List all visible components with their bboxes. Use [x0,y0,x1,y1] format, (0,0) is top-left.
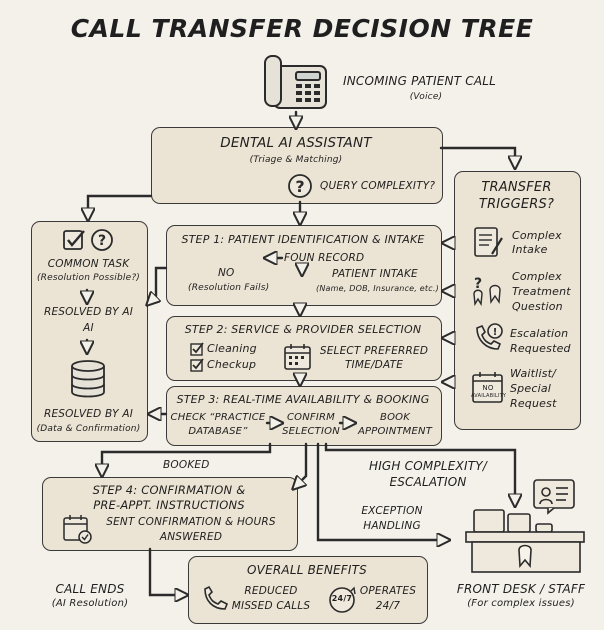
step4-sent: SENT CONFIRMATION & HOURS [106,516,276,528]
high-complexity-label-2: ESCALATION [389,475,467,489]
no-availability-badge: NO [482,384,494,392]
incoming-call-label: INCOMING PATIENT CALL [343,74,497,88]
phone-alert-icon: ! [476,323,503,350]
step2-select-label: SELECT PREFERRED [319,345,429,357]
resolved-by-ai-label-ai: AI [83,322,94,334]
exception-label: EXCEPTION [361,505,423,517]
trigger-escalation-2: Requested [510,342,571,355]
svg-text:?: ? [295,177,304,196]
benefit-reduced-2: MISSED CALLS [231,600,311,612]
step2-option-checkup: Checkup [207,358,257,371]
step3-book-2: APPOINTMENT [357,426,433,437]
common-task-label: COMMON TASK [47,258,130,270]
calendar-icon [284,344,311,370]
step1-found-record: FOUN RECORD [284,252,365,264]
benefit-reduced: REDUCED [244,585,298,597]
page-title: CALL TRANSFER DECISION TREE [70,14,534,43]
common-task-box [31,221,148,442]
clock-24-7-icon [329,586,356,613]
step3-confirm: CONFIRM [286,412,335,423]
front-desk-sub: (For complex issues) [467,598,575,609]
exception-label-2: HANDLING [363,520,421,532]
front-desk-illustration [465,479,585,573]
trigger-waitlist-3: Request [510,397,557,410]
tooth-question-icon: ? [473,276,501,306]
step1-no-label: NO [218,267,235,279]
trigger-waitlist-2: Special [510,382,552,395]
svg-text:!: ! [493,327,498,338]
benefits-box [188,556,428,624]
high-complexity-label: HIGH COMPLEXITY/ [368,459,488,473]
step4-title-2: PRE-APPT. INSTRUCTIONS [93,498,245,512]
question-icon: ? [288,174,312,198]
step4-title: STEP 4: CONFIRMATION & [92,483,246,497]
document-icon [474,227,503,257]
database-icon [71,360,105,398]
step1-intake-label: PATIENT INTAKE [332,268,418,280]
step1-no-sub: (Resolution Fails) [188,283,270,293]
step1-title: STEP 1: PATIENT IDENTIFICATION & INTAKE [181,233,425,246]
assistant-label: DENTAL AI ASSISTANT [220,135,372,151]
assistant-sub: (Triage & Matching) [249,155,343,165]
triggers-title: TRANSFER [481,180,552,195]
phone-icon [204,585,229,610]
trigger-complex-intake-2: Intake [512,243,548,256]
call-ends-label: CALL ENDS [55,582,125,596]
call-ends-sub: (AI Resolution) [51,598,129,609]
benefits-title: OVERALL BENEFITS [247,563,367,577]
trigger-escalation-1: Escalation [510,327,569,340]
checkbox-icon [190,358,204,372]
step4-sent-2: ANSWERED [159,531,223,543]
svg-text:?: ? [98,233,106,249]
step2-select-label-2: TIME/DATE [344,359,404,371]
resolved-by-ai-label: RESOLVED BY AI [43,306,134,318]
front-desk-label: FRONT DESK / STAFF [456,582,586,596]
phone-icon [264,55,327,109]
question-icon: ? [91,229,113,251]
trigger-complex-treatment-3: Question [512,300,563,313]
resolved-by-ai-label-2: RESOLVED BY AI [43,408,134,420]
incoming-call-sub: (Voice) [409,92,443,102]
step2-title: STEP 2: SERVICE & PROVIDER SELECTION [184,323,422,336]
svg-text:?: ? [474,276,482,292]
step3-title: STEP 3: REAL-TIME AVAILABILITY & BOOKING [176,393,430,406]
triggers-title-2: TRIGGERS? [478,197,555,212]
booked-label: BOOKED [163,459,210,471]
query-complexity-label: QUERY COMPLEXITY? [320,180,436,192]
step3-check: CHECK “PRACTICE [170,412,266,423]
resolved-by-ai-sub: (Data & Confirmation) [36,424,141,434]
no-availability-badge-2: AVAILABILITY [471,393,507,399]
checkbox-icon [63,230,85,250]
trigger-complex-intake-1: Complex [512,229,562,242]
step3-check-2: DATABASE” [188,426,248,437]
calendar-check-icon [63,515,92,544]
trigger-complex-treatment-1: Complex [512,270,562,283]
checkbox-icon [190,342,204,356]
clock-24-7-badge: 24/7 [331,594,353,603]
trigger-complex-treatment-2: Treatment [512,285,571,298]
calendar-icon [472,372,503,403]
step3-book: BOOK [380,412,410,423]
common-task-sub: (Resolution Possible?) [36,273,141,283]
step2-option-cleaning: Cleaning [207,342,257,355]
trigger-waitlist-1: Waitlist/ [510,367,557,380]
step1-intake-sub: (Name, DOB, Insurance, etc.) [316,284,439,293]
benefit-operates: OPERATES [359,585,417,597]
step3-confirm-2: SELECTION [282,426,340,437]
step3-box [166,386,442,446]
benefit-operates-2: 24/7 [375,600,401,612]
